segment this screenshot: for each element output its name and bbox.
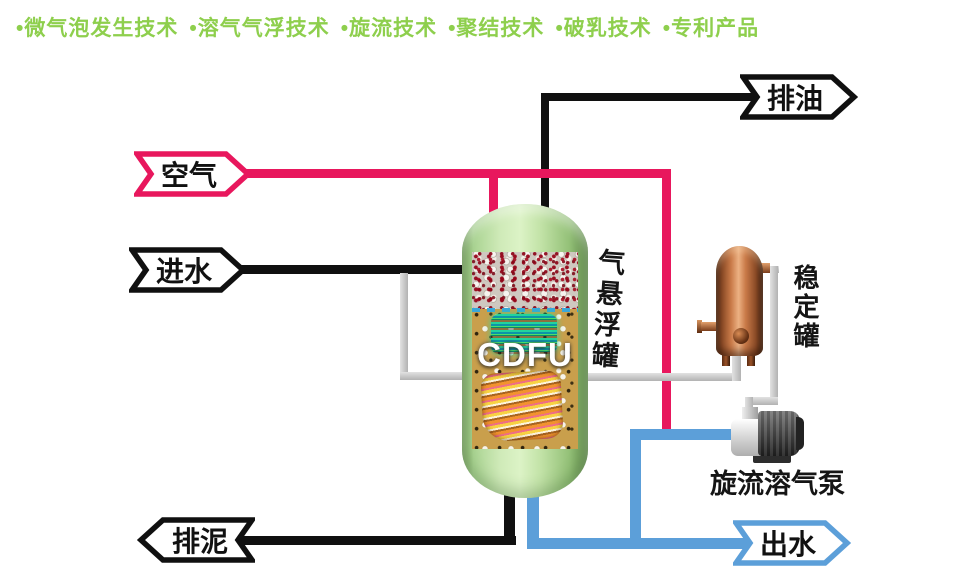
- pump-front-housing: [731, 419, 761, 456]
- pump-label: 旋流溶气泵: [710, 469, 845, 499]
- oil-label: 排油: [766, 83, 823, 114]
- outlet-arrow-shape: [733, 520, 851, 566]
- outlet-label: 出水: [759, 529, 816, 560]
- pipe-outlet-horizontal: [527, 538, 747, 549]
- pipe-sludge-vertical: [504, 490, 515, 545]
- stab-tank-nozzle-right: [760, 263, 770, 273]
- flotation-tank-label: 气悬浮罐: [586, 247, 626, 373]
- tech-item-microbubble: •微气泡发生技术: [16, 17, 179, 40]
- stab-tank-nozzle-left: [701, 322, 717, 331]
- interface-dash-line: [472, 308, 578, 312]
- inlet-label: 进水: [155, 256, 212, 287]
- pipe-air-horizontal: [242, 169, 671, 178]
- pipe-sludge-horizontal: [236, 536, 516, 545]
- tech-item-patent: •专利产品: [662, 17, 760, 40]
- sludge-label: 排泥: [171, 526, 228, 557]
- sludge-banner: 排泥: [137, 517, 255, 563]
- pipe-pump-suction: [630, 429, 738, 440]
- stab-tank-leg: [747, 350, 755, 366]
- air-banner: 空气: [134, 151, 252, 197]
- pipe-gray-left-vertical: [400, 273, 408, 378]
- pump-motor: [758, 411, 800, 456]
- tech-item-demulsification: •破乳技术: [555, 17, 652, 40]
- coalescer-coil-bottom: [480, 369, 564, 443]
- tech-item-cyclone: •旋流技术: [340, 17, 438, 40]
- oil-arrow-shape: [740, 74, 858, 120]
- technology-list: •微气泡发生技术 •溶气气浮技术 •旋流技术 •聚结技术 •破乳技术 •专利产品: [16, 12, 770, 42]
- outlet-banner: 出水: [733, 520, 851, 566]
- pipe-tank-outlet: [527, 495, 539, 549]
- pump-end-cap: [796, 417, 804, 450]
- pump-base: [753, 454, 791, 463]
- pipe-gray-left-horizontal: [400, 372, 470, 380]
- inlet-banner: 进水: [129, 247, 247, 293]
- pipe-oil-vertical: [541, 93, 549, 215]
- tech-item-coalescence: •聚结技术: [448, 17, 545, 40]
- pipe-gray-right-vertical: [770, 266, 778, 405]
- pipe-gray-pump-inlet: [745, 397, 753, 416]
- pipe-gray-right-horizontal: [584, 373, 740, 381]
- cdfu-text: CDFU: [477, 336, 573, 373]
- pipe-air-branch-to-tank: [489, 173, 498, 218]
- stab-tank-port: [733, 328, 749, 344]
- stabilization-tank-label: 稳定罐: [790, 264, 820, 351]
- inlet-arrow-shape: [129, 247, 247, 293]
- coalescer-coil-top: [491, 314, 557, 354]
- pipe-gray-pump-elbow: [745, 397, 778, 405]
- pipe-inlet-horizontal: [240, 265, 468, 274]
- oil-banner: 排油: [740, 74, 858, 120]
- stab-tank-leg: [722, 350, 730, 366]
- pipe-air-vertical: [662, 169, 671, 434]
- sludge-arrow-shape: [137, 517, 255, 563]
- bubble-layer: [472, 252, 578, 309]
- stab-tank-nozzle-cap: [697, 320, 702, 333]
- pipe-oil-horizontal: [541, 93, 754, 101]
- tech-item-dissolved-air: •溶气气浮技术: [189, 17, 330, 40]
- flotation-tank-window: CDFU: [472, 252, 578, 449]
- air-label: 空气: [160, 160, 217, 191]
- pipe-outlet-branch: [630, 429, 641, 549]
- air-arrow-shape: [134, 151, 252, 197]
- pump-top-flange: [742, 407, 758, 422]
- pipe-gray-copper-bottom: [732, 350, 741, 381]
